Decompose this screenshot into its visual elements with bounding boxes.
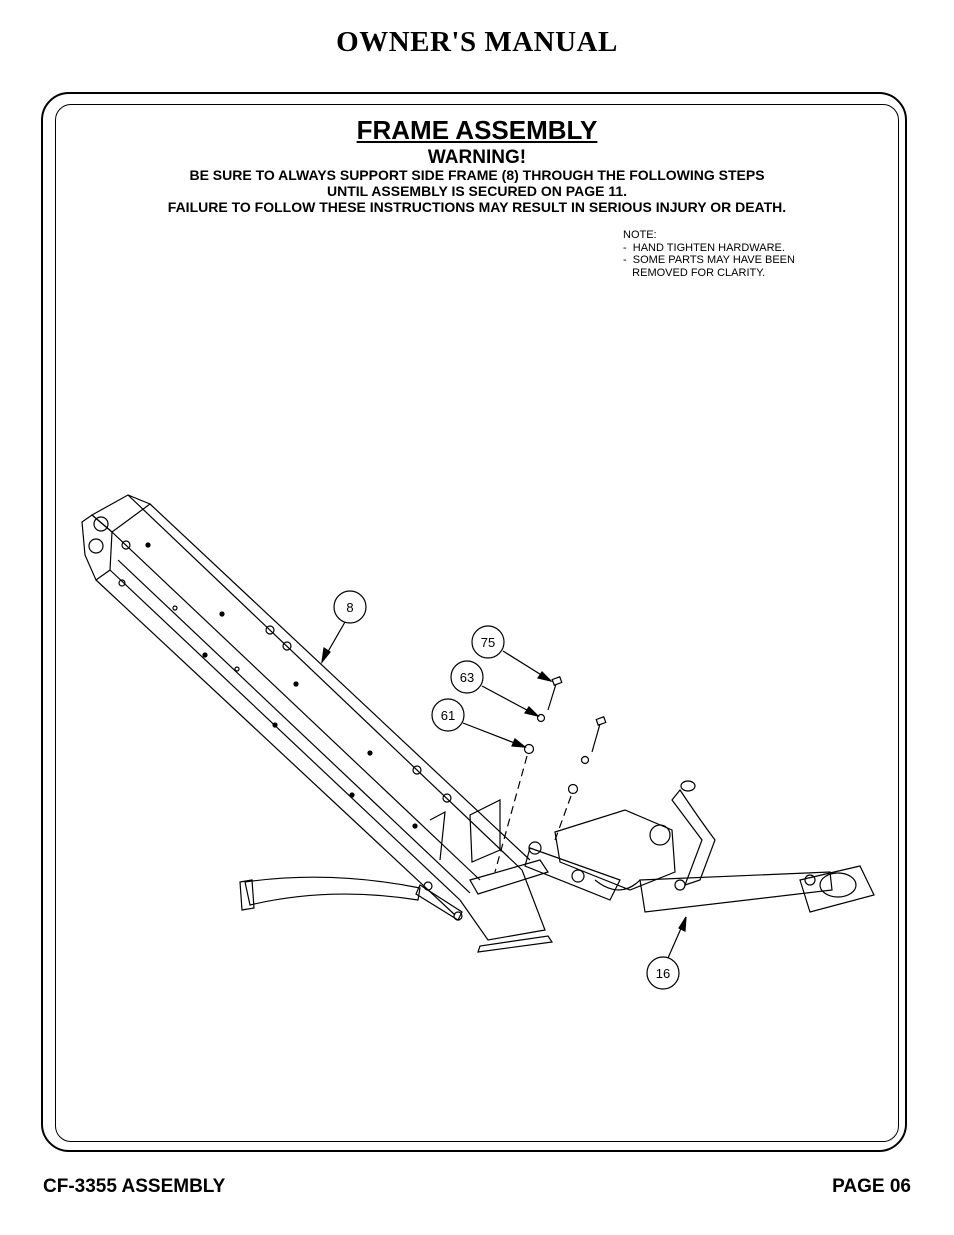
hardware-stack-1	[494, 676, 563, 873]
side-frame-drawing	[81, 494, 554, 953]
hardware-stack-2	[554, 716, 607, 841]
manual-header-title: OWNER'S MANUAL	[336, 26, 618, 58]
assembly-note: NOTE: - HAND TIGHTEN HARDWARE. - SOME PA…	[623, 229, 795, 279]
callout-label-75: 75	[481, 635, 495, 650]
callout-61: 61	[431, 698, 527, 748]
callout-label-61: 61	[441, 708, 455, 723]
warning-line-3: FAILURE TO FOLLOW THESE INSTRUCTIONS MAY…	[167, 199, 787, 215]
note-item-1: - HAND TIGHTEN HARDWARE.	[623, 241, 785, 254]
callout-75: 75	[471, 625, 553, 683]
callout-label-63: 63	[460, 670, 474, 685]
footer-model-label: CF-3355 ASSEMBLY	[43, 1176, 226, 1197]
page-frame-inner	[55, 104, 899, 1142]
note-label: NOTE:	[623, 229, 657, 241]
section-title: FRAME ASSEMBLY	[356, 115, 598, 145]
note-item-2: - SOME PARTS MAY HAVE BEEN	[623, 254, 795, 266]
callout-8: 8	[321, 590, 367, 665]
warning-line-1: BE SURE TO ALWAYS SUPPORT SIDE FRAME (8)…	[189, 167, 765, 183]
callout-16: 16	[646, 916, 687, 990]
page-frame-outer	[41, 92, 907, 1152]
callout-label-16: 16	[656, 966, 670, 981]
rear-curved-leg	[244, 876, 421, 906]
callout-63: 63	[450, 660, 540, 718]
warning-line-2: UNTIL ASSEMBLY IS SECURED ON PAGE 11.	[326, 183, 628, 199]
warning-title: WARNING!	[427, 147, 527, 168]
footer-page-number: PAGE 06	[832, 1176, 911, 1197]
base-frame-drawing	[469, 780, 875, 913]
callout-label-8: 8	[346, 600, 353, 615]
note-item-3: REMOVED FOR CLARITY.	[623, 266, 766, 279]
